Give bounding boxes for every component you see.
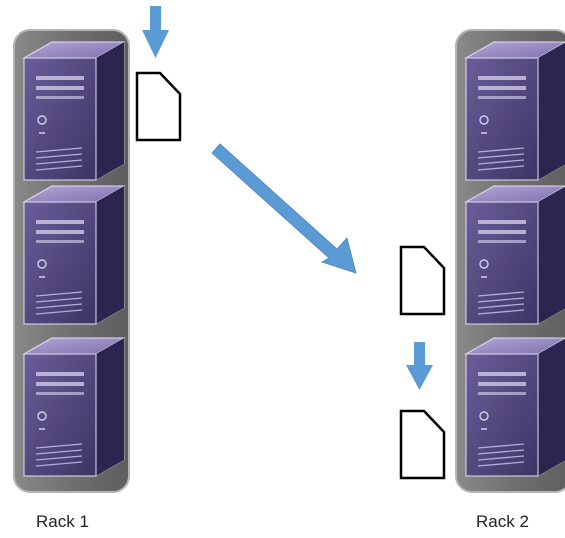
server-icon	[23, 337, 125, 477]
server-icon	[465, 185, 565, 325]
file-icon	[399, 245, 446, 316]
arrow-diagonal-icon	[211, 143, 357, 274]
server-icon	[23, 41, 125, 181]
arrow-down-icon	[406, 342, 433, 390]
server-icon	[465, 41, 565, 181]
rack-2	[455, 29, 565, 493]
arrow-down-icon	[142, 6, 169, 58]
file-icon	[135, 71, 182, 142]
rack-1	[13, 29, 130, 493]
server-icon	[465, 337, 565, 477]
rack-1-label: Rack 1	[36, 512, 89, 531]
rack-2-label: Rack 2	[476, 512, 529, 531]
file-icon	[399, 409, 446, 480]
server-icon	[23, 185, 125, 325]
